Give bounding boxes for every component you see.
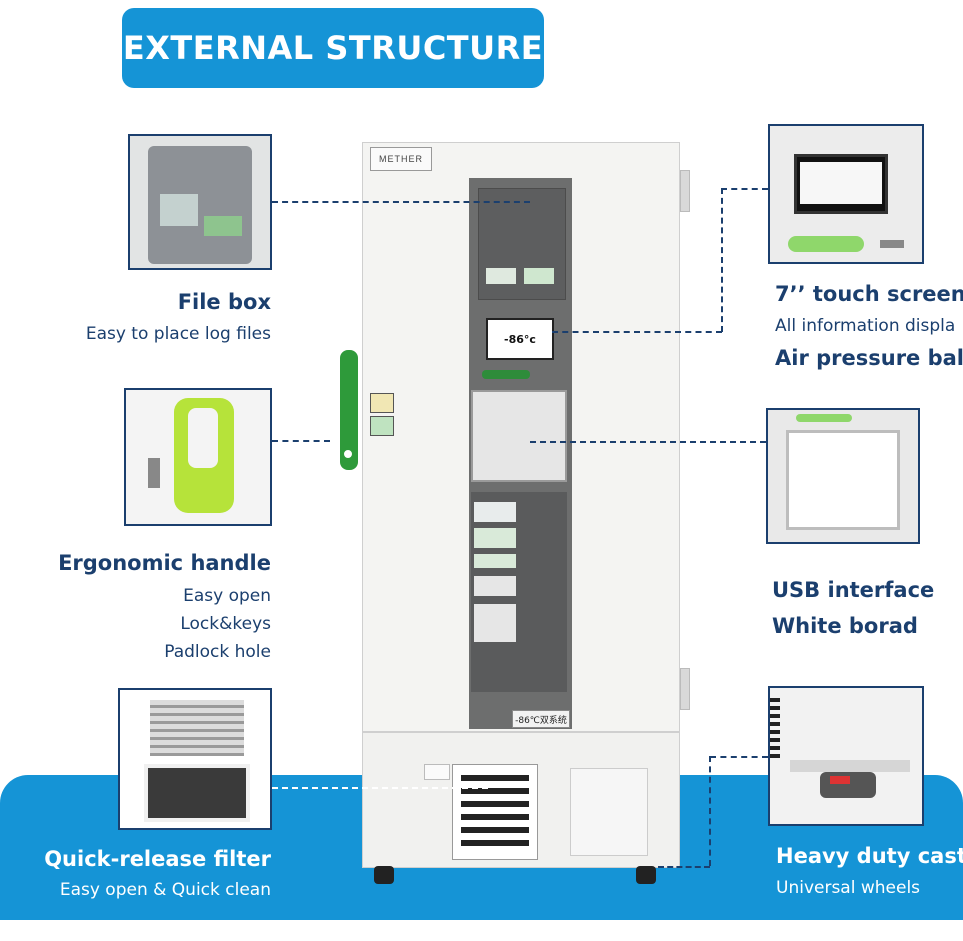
casters-desc: Universal wheels [776,878,921,898]
connector-casters-v [709,756,711,866]
panel-temp-readout: -86°c [504,332,536,346]
handle-title: Ergonomic handle [58,551,271,575]
door-hinge-top [680,170,690,212]
title-banner: EXTERNAL STRUCTURE [122,8,544,88]
connector-screen-h1 [552,331,722,333]
panel-badge: -86℃双系统 [512,710,570,728]
panel-file-card-right [524,268,554,284]
panel-file-card-left [486,268,516,284]
base-label [424,764,450,780]
connector-filter [272,787,488,789]
touch-screen-title: 7’’ touch screen [775,282,963,306]
page-title: EXTERNAL STRUCTURE [122,29,544,67]
casters-title: Heavy duty caste [776,844,963,868]
touch-screen-photo [768,124,924,264]
door-handle [340,350,358,470]
handle-lock [342,448,354,460]
air-pressure-title: Air pressure bala [775,346,963,370]
handle-desc-2: Lock&keys [180,614,271,634]
panel-instr-img2 [474,528,516,548]
brand-logo: METHER [370,147,432,171]
file-box-photo [128,134,272,270]
recycle-sticker-icon [370,416,394,436]
caster-wheel-right [636,866,656,884]
filter-desc: Easy open & Quick clean [59,880,271,900]
filter-title: Quick-release filter [44,847,271,871]
panel-instr-img1 [474,502,516,522]
connector-handle [272,440,330,442]
usb-title: USB interface [772,578,935,602]
panel-instr-img5 [474,604,516,642]
connector-screen-v [721,188,723,332]
connector-screen-h2 [721,188,768,190]
caster-wheel-left [374,866,394,884]
file-box-title: File box [177,290,271,314]
panel-badge-text: -86℃双系统 [515,715,567,726]
connector-usb [530,441,766,443]
connector-casters-h2 [658,866,710,868]
touch-screen-desc: All information displa [775,316,956,336]
connector-casters-h1 [710,756,768,758]
usb-photo [766,408,920,544]
brand-text: METHER [379,154,423,164]
panel-instr-img3 [474,554,516,568]
panel-touch-screen: -86°c [486,318,554,360]
handle-photo [124,388,272,526]
connector-file-box [272,201,530,203]
panel-green-bar [482,370,530,379]
filter-photo [118,688,272,830]
panel-white-board [471,390,567,482]
panel-instr-img4 [474,576,516,596]
casters-photo [768,686,924,826]
handle-desc-1: Easy open [183,586,271,606]
warning-sticker-icon [370,393,394,413]
file-box-desc: Easy to place log files [85,324,271,344]
white-board-title: White borad [772,614,918,638]
base-side-panel [570,768,648,856]
door-hinge-bottom [680,668,690,710]
base-vent [452,764,538,860]
handle-desc-3: Padlock hole [164,642,271,662]
